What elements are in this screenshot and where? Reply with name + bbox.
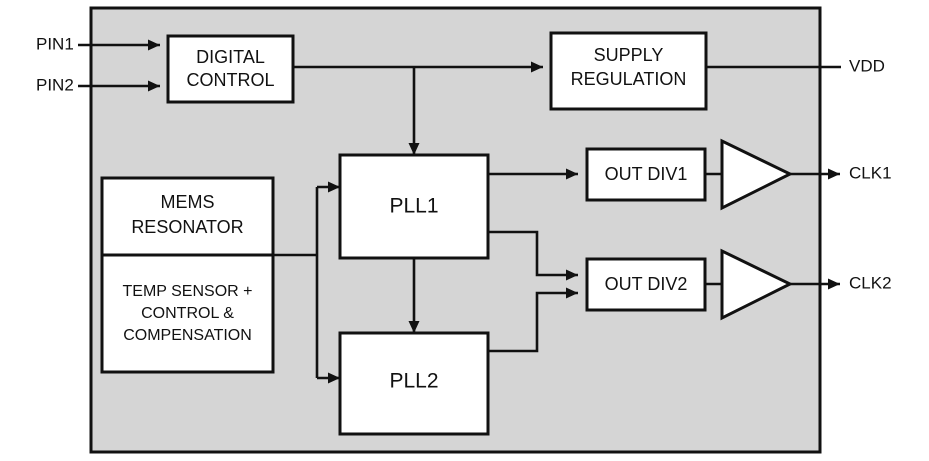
block-digital-control[interactable]: DIGITAL CONTROL	[166, 34, 295, 104]
arrow-head	[828, 168, 840, 180]
arrow-head	[566, 269, 578, 281]
digital-control-label-line1: DIGITAL	[196, 47, 265, 67]
arrow-head	[828, 278, 840, 290]
supply-regulation-label-line1: SUPPLY	[594, 45, 664, 65]
out-div2-label: OUT DIV2	[605, 274, 688, 294]
arrow-head	[566, 168, 578, 180]
supply-regulation-label-line2: REGULATION	[571, 69, 687, 89]
arrow-head	[328, 372, 340, 384]
arrow-head	[328, 181, 340, 193]
pin-label-vdd: VDD	[849, 56, 885, 75]
pll1-label: PLL1	[389, 195, 438, 218]
wire-pll1-to-out-div1	[488, 168, 578, 180]
pin-label-pin1: PIN1	[36, 34, 74, 53]
wire-buffer1-to-clk1	[790, 168, 840, 180]
output-buffer-2[interactable]	[720, 248, 794, 321]
digital-control-label-line2: CONTROL	[186, 70, 274, 90]
temp-sensor-label-line3: COMPENSATION	[123, 327, 252, 344]
output-buffer-1[interactable]	[720, 138, 794, 211]
pin-label-pin2: PIN2	[36, 75, 74, 94]
block-out-div2[interactable]: OUT DIV2	[585, 257, 707, 312]
wire-digital-control-to-pll1	[408, 67, 420, 155]
out-div1-label: OUT DIV1	[605, 164, 688, 184]
arrow-head	[408, 321, 420, 333]
block-pll2[interactable]: PLL2	[338, 331, 490, 436]
arrow-head	[148, 39, 160, 51]
pin-label-clk1: CLK1	[849, 163, 892, 182]
arrow-head	[148, 80, 160, 92]
temp-sensor-label-line1: TEMP SENSOR +	[123, 283, 253, 300]
pin-label-clk2: CLK2	[849, 273, 892, 292]
arrow-head	[531, 61, 543, 73]
wire-pin2-to-digital-control	[78, 80, 160, 92]
mems-resonator-label-line2: RESONATOR	[131, 217, 243, 237]
temp-sensor-label-line2: CONTROL &	[141, 305, 234, 322]
arrow-head	[566, 287, 578, 299]
block-pll1[interactable]: PLL1	[338, 153, 490, 260]
wire-digital-control-to-supply-regulation	[293, 61, 543, 73]
block-mems-resonator-assembly[interactable]: MEMS RESONATOR TEMP SENSOR + CONTROL & C…	[100, 176, 275, 374]
wire-buffer2-to-clk2	[790, 278, 840, 290]
block-out-div1[interactable]: OUT DIV1	[585, 147, 707, 202]
wire-pin1-to-digital-control	[78, 39, 160, 51]
block-supply-regulation[interactable]: SUPPLY REGULATION	[549, 31, 708, 111]
wire-pll1-to-pll2	[408, 258, 420, 333]
pll2-label: PLL2	[389, 370, 438, 393]
wire-pll1-to-out-div2	[488, 230, 578, 281]
wire-pll2-to-out-div2	[488, 287, 578, 353]
wire-mems-to-plls	[273, 181, 340, 384]
arrow-head	[408, 143, 420, 155]
mems-resonator-label-line1: MEMS	[161, 192, 215, 212]
